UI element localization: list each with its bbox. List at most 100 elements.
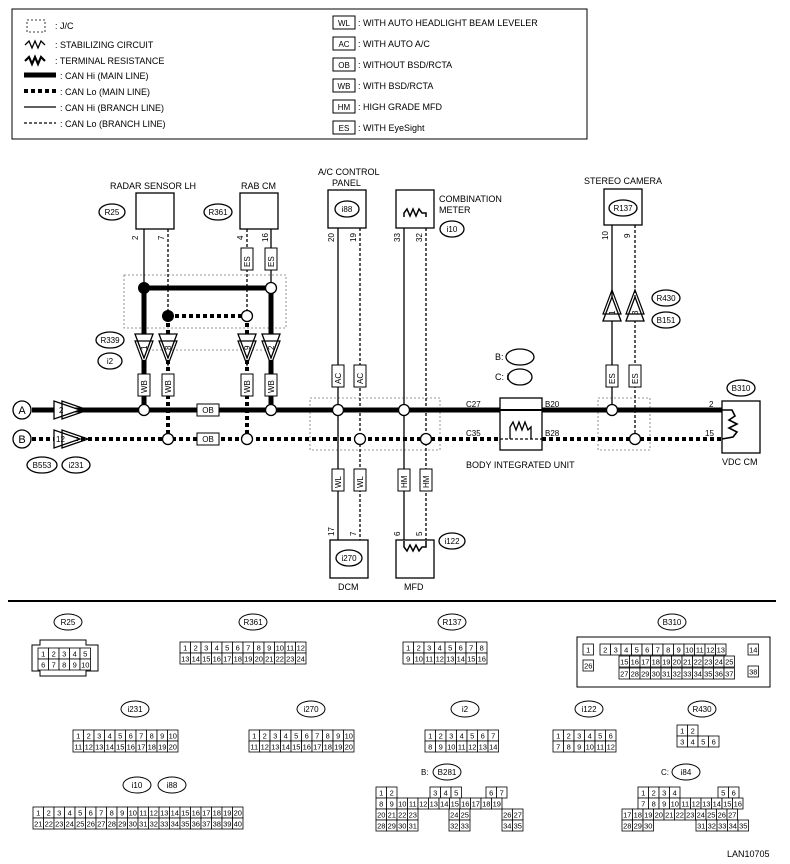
connector-label: i84 xyxy=(681,768,692,777)
pin-cell-number: 2 xyxy=(194,643,198,652)
legend-code: WB xyxy=(338,82,351,91)
pin-cell-number: 9 xyxy=(120,808,124,817)
pin-cell-number: 35 xyxy=(181,819,189,828)
pin-cell-number: 6 xyxy=(89,808,93,817)
pin-cell-number: 4 xyxy=(691,737,695,746)
conn-oval xyxy=(97,352,123,370)
pin-cell-number: 10 xyxy=(415,654,423,663)
pin-cell-number: 27 xyxy=(620,669,628,678)
legend-code-box xyxy=(332,15,356,30)
pin-number: 15 xyxy=(705,429,714,438)
mfd-label: MFD xyxy=(404,582,424,592)
legend-text: : WITH EyeSight xyxy=(358,123,425,133)
pin-cell-number: 3 xyxy=(427,643,431,652)
pin-cell-number: 29 xyxy=(641,669,649,678)
pin-cell-number: 6 xyxy=(645,645,649,654)
vdc-cm-box xyxy=(721,400,761,454)
pin-number: 16 xyxy=(261,233,270,242)
pin-cell-number: 11 xyxy=(74,742,82,751)
pin-cell-number: 15 xyxy=(451,799,459,808)
pin-cell-number: 2 xyxy=(439,731,443,740)
pin-cell-number: 12 xyxy=(85,742,93,751)
pin-cell-number: 12 xyxy=(436,654,444,663)
pin-cell-number: 5 xyxy=(78,808,82,817)
pin-cell-number: 39 xyxy=(223,819,231,828)
pin-number: B28 xyxy=(545,429,560,438)
pin-cell-number: 21 xyxy=(665,810,673,819)
pin-cell-number: 14 xyxy=(106,742,114,751)
pin-cell xyxy=(737,819,749,832)
pin-cell-number: 1 xyxy=(586,645,590,654)
pin-cell-number: 10 xyxy=(447,742,455,751)
pin-cell-number: 8 xyxy=(257,643,261,652)
pin-number: 19 xyxy=(349,233,358,242)
pin-cell-number: 13 xyxy=(717,645,725,654)
pin-cell-number: 35 xyxy=(739,821,747,830)
pin-cell-number: 7 xyxy=(315,731,319,740)
pin-cell-number: 14 xyxy=(192,654,200,663)
pin-cell-number: 25 xyxy=(76,819,84,828)
pin-cell-number: 8 xyxy=(480,643,484,652)
pin-cell-number: 13 xyxy=(271,742,279,751)
connector-triangle xyxy=(158,333,178,360)
conn-oval xyxy=(651,289,681,307)
connector-triangle xyxy=(134,333,154,360)
pin-cell-number: 6 xyxy=(481,731,485,740)
pin-cell-number: 3 xyxy=(62,649,66,658)
connector-triangle xyxy=(237,333,257,360)
pin-cell-number: 8 xyxy=(62,660,66,669)
pin-cell-number: 7 xyxy=(500,788,504,797)
pin-cell xyxy=(747,643,759,656)
pin-cell-number: 3 xyxy=(449,731,453,740)
pin-number: 7 xyxy=(157,235,166,240)
connector-prefix: C: xyxy=(661,768,669,777)
pin-cell-number: 8 xyxy=(110,808,114,817)
conn-oval xyxy=(439,220,465,238)
connector-label: R25 xyxy=(61,618,76,627)
pin-cell-number: 27 xyxy=(728,810,736,819)
junction-point xyxy=(137,403,151,417)
option-tag-label: WB xyxy=(243,380,252,393)
junction-point xyxy=(353,432,367,446)
pin-cell-number: 20 xyxy=(345,742,353,751)
pin-cell-number: 18 xyxy=(148,742,156,751)
pin-cell-number: 8 xyxy=(652,799,656,808)
pin-cell-number: 2 xyxy=(52,649,56,658)
pin-cell-number: 20 xyxy=(673,657,681,666)
option-tag xyxy=(161,373,175,397)
pin-cell-number: 23 xyxy=(704,657,712,666)
option-tag xyxy=(419,468,433,492)
conn-oval xyxy=(53,613,83,631)
pin-cell-number: 9 xyxy=(677,645,681,654)
pin-cell-number: 4 xyxy=(460,731,464,740)
connector-label: i2 xyxy=(107,357,114,366)
pin-cell-number: 11 xyxy=(696,645,704,654)
connector-label: i270 xyxy=(303,705,319,714)
option-tag xyxy=(196,403,220,417)
legend-text: : CAN Hi (MAIN LINE) xyxy=(60,71,149,81)
legend-code: ES xyxy=(339,124,350,133)
junction-point xyxy=(605,403,619,417)
pin-cell-number: 31 xyxy=(139,819,147,828)
stabilizing-legend-icon xyxy=(24,39,46,50)
legend-text: : TERMINAL RESISTANCE xyxy=(55,56,164,66)
rab-cm-label: RAB CM xyxy=(241,181,276,191)
pin-cell-number: 6 xyxy=(305,731,309,740)
pin-cell-number: 3 xyxy=(433,788,437,797)
pin-cell-number: 32 xyxy=(708,821,716,830)
pin-cell-number: 17 xyxy=(202,808,210,817)
connector-label: i88 xyxy=(342,205,353,214)
line-a-marker xyxy=(12,400,32,420)
pin-cell-number: 9 xyxy=(406,654,410,663)
option-tag xyxy=(331,468,345,492)
terminal-resistance-icon xyxy=(403,541,427,553)
radar-sensor-box xyxy=(135,192,175,230)
pin-cell-number: 23 xyxy=(409,810,417,819)
pin-cell-number: 10 xyxy=(276,643,284,652)
option-tag xyxy=(397,468,411,492)
pin-cell xyxy=(459,819,471,832)
terminal-resistance-icon xyxy=(721,409,739,440)
connector-triangle xyxy=(237,340,257,367)
pin-cell xyxy=(407,819,419,832)
pin-cell xyxy=(642,819,654,832)
